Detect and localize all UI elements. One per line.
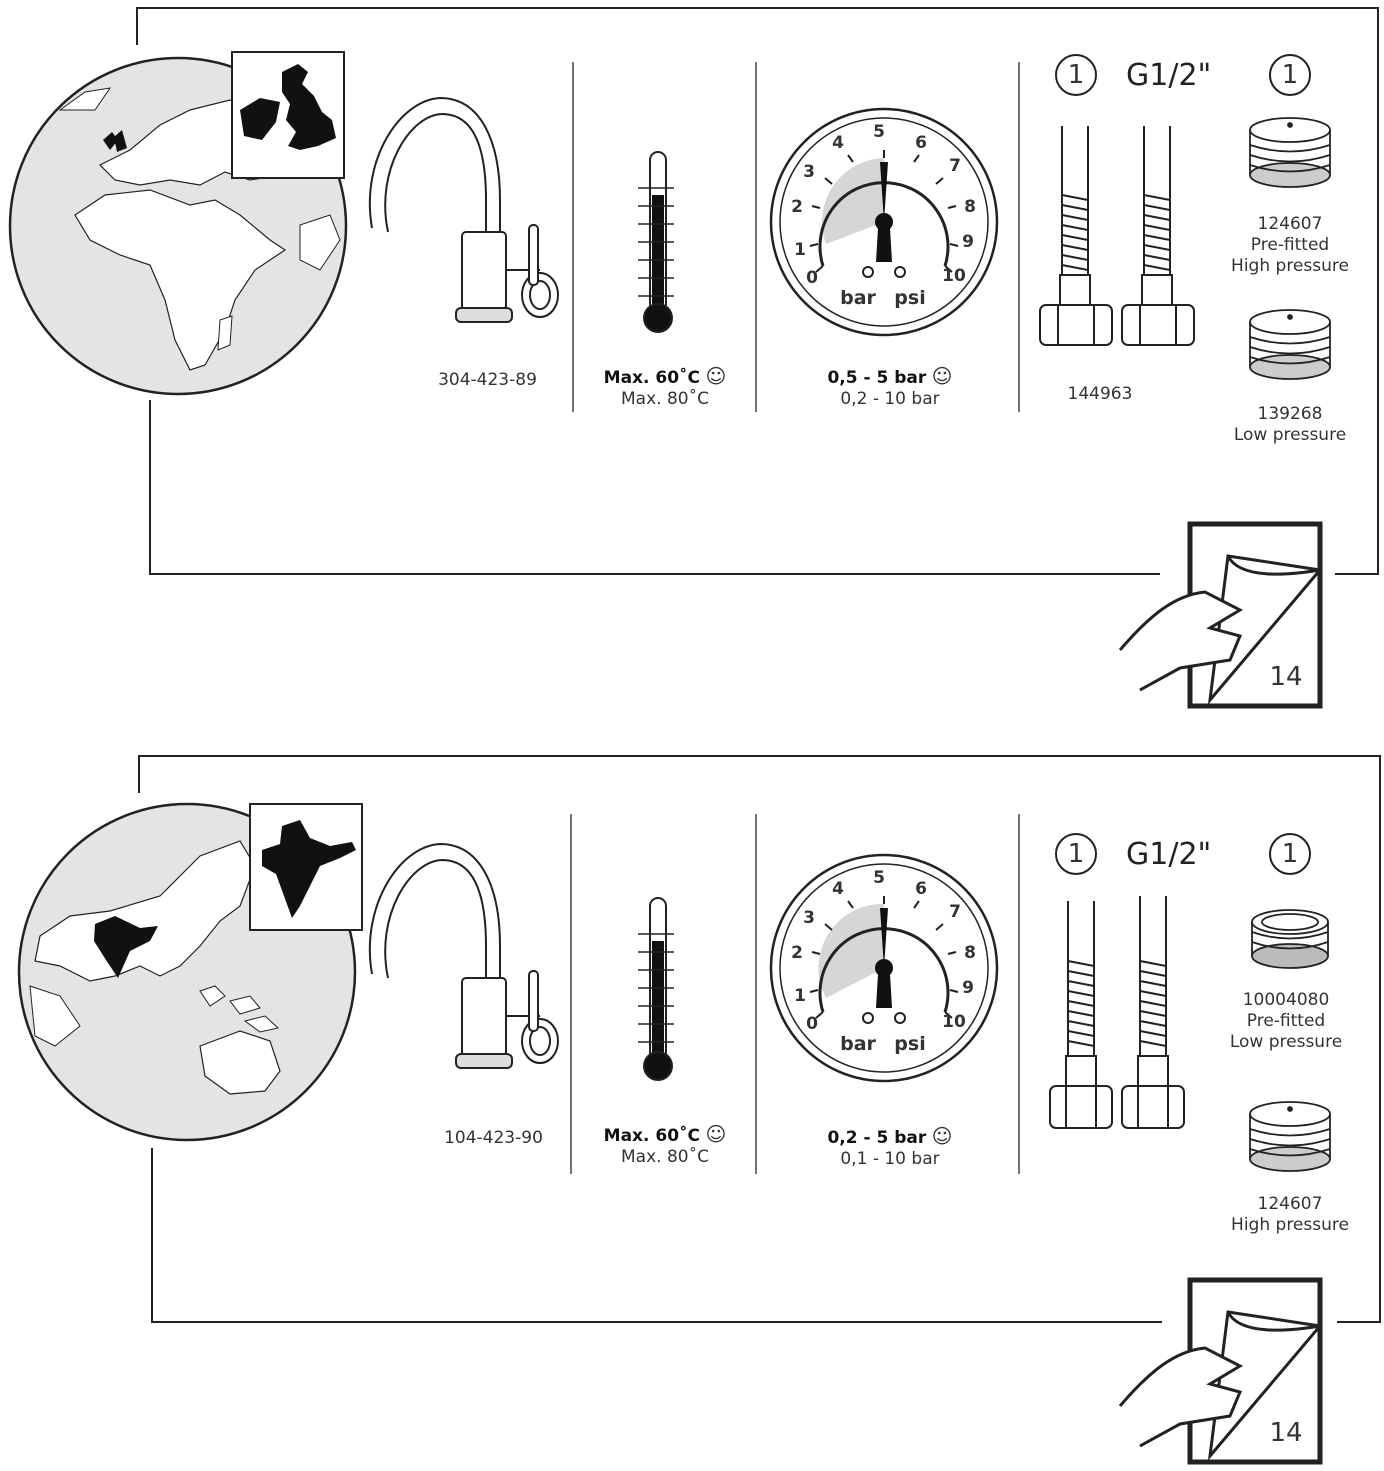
gauge-num: 9 (962, 232, 974, 252)
gauge-num: 3 (803, 908, 815, 928)
pressure-recommended: 0,2 - 5 bar (827, 1128, 927, 1148)
faucet-icon (368, 96, 559, 323)
aerator-code: 124607 (1257, 1194, 1323, 1214)
smiley-icon: ☺ (931, 364, 953, 388)
aerator-label-1: 10004080 Pre-fitted Low pressure (1216, 990, 1356, 1053)
frame-border (138, 755, 1381, 1323)
hose-pair-icon (1039, 126, 1195, 346)
aerator-type: High pressure (1231, 1215, 1349, 1235)
panel-artwork (17, 755, 1381, 1465)
aerator-label-2: 124607 High pressure (1220, 1194, 1360, 1236)
gauge-num: 4 (832, 879, 844, 899)
gauge-num: 1 (794, 240, 806, 260)
temp-max-primary: Max. 60˚C (603, 1126, 701, 1146)
aerator-high-pressure-icon (1249, 1101, 1331, 1172)
aerator-label-2: 139268 Low pressure (1220, 404, 1360, 446)
turn-page-icon[interactable] (1118, 1277, 1323, 1465)
gauge-num: 7 (949, 902, 961, 922)
pressure-range: 0,2 - 10 bar (840, 389, 940, 409)
gauge-num: 6 (915, 133, 927, 153)
gauge-num: 1 (794, 986, 806, 1006)
aerator-type: High pressure (1231, 256, 1349, 276)
column-dividers (572, 62, 1020, 412)
smiley-icon: ☺ (705, 1122, 727, 1146)
info-panel-india: 104-423-90 Max. 60˚C ☺ Max. 80˚C 0,2 - 5… (0, 746, 1384, 1471)
temperature-labels: Max. 60˚C ☺ Max. 80˚C (590, 366, 740, 410)
gauge-num: 2 (791, 197, 803, 217)
pressure-labels: 0,5 - 5 bar ☺ 0,2 - 10 bar (810, 366, 970, 410)
aerator-code: 124607 (1257, 214, 1323, 234)
aerator-high-pressure-icon (1249, 117, 1331, 188)
aerator-low-pressure-icon (1251, 909, 1329, 969)
page-reference: 14 (1269, 662, 1303, 692)
smiley-icon: ☺ (931, 1124, 953, 1148)
aerator-note: Pre-fitted (1246, 1011, 1326, 1031)
temp-max-secondary: Max. 80˚C (621, 389, 709, 409)
pressure-labels: 0,2 - 5 bar ☺ 0,1 - 10 bar (810, 1126, 970, 1170)
aerator-note: Pre-fitted (1250, 235, 1330, 255)
gauge-num: 7 (949, 156, 961, 176)
gauge-num: 6 (915, 879, 927, 899)
faucet-code: 104-423-90 (444, 1128, 543, 1148)
temp-max-primary: Max. 60˚C (603, 368, 701, 388)
gauge-unit-bar: bar (840, 1033, 876, 1055)
hose-thread: G1/2" (1126, 58, 1212, 93)
hose-thread: G1/2" (1126, 837, 1212, 872)
thermometer-icon (638, 151, 674, 333)
region-inset-india (249, 803, 363, 931)
gauge-unit-bar: bar (840, 287, 876, 309)
pressure-gauge-icon (769, 107, 999, 337)
gauge-num: 3 (803, 162, 815, 182)
gauge-num: 0 (806, 268, 818, 288)
pressure-range: 0,1 - 10 bar (840, 1149, 940, 1169)
aerator-type: Low pressure (1229, 1032, 1343, 1052)
frame-border-bottom (149, 400, 1160, 575)
column-dividers (570, 814, 1020, 1174)
gauge-num: 5 (873, 122, 885, 142)
temp-max-secondary: Max. 80˚C (621, 1147, 709, 1167)
gauge-num: 8 (964, 943, 976, 963)
info-panel-uk: 304-423-89 Max. 60˚C ☺ Max. 80˚C 0,5 - 5… (0, 0, 1384, 725)
hose-count: 1 (1067, 60, 1085, 90)
thermometer-icon (638, 897, 674, 1081)
frame-border (136, 7, 1379, 575)
aerator-type: Low pressure (1233, 425, 1347, 445)
aerator-count: 1 (1281, 60, 1299, 90)
smiley-icon: ☺ (705, 364, 727, 388)
page-reference: 14 (1269, 1418, 1303, 1448)
gauge-num: 0 (806, 1014, 818, 1034)
aerator-label-1: 124607 Pre-fitted High pressure (1220, 214, 1360, 277)
aerator-count: 1 (1281, 839, 1299, 869)
hose-count: 1 (1067, 839, 1085, 869)
hose-pair-icon (1049, 896, 1185, 1129)
count-circles (1055, 54, 1311, 96)
region-inset-uk (231, 51, 345, 179)
gauge-num: 9 (962, 978, 974, 998)
aerator-low-pressure-icon (1249, 309, 1331, 380)
turn-page-icon[interactable] (1118, 521, 1323, 709)
faucet-code: 304-423-89 (438, 370, 537, 390)
count-circles (1055, 833, 1311, 875)
frame-border-bottom (151, 1148, 1162, 1323)
faucet-icon (368, 842, 559, 1069)
panel-artwork (8, 7, 1379, 709)
pressure-recommended: 0,5 - 5 bar (827, 368, 927, 388)
gauge-num: 10 (942, 266, 966, 286)
gauge-unit-psi: psi (894, 1033, 926, 1055)
gauge-num: 2 (791, 943, 803, 963)
aerator-code: 139268 (1257, 404, 1323, 424)
hose-code: 144963 (1067, 384, 1133, 404)
gauge-num: 8 (964, 197, 976, 217)
gauge-num: 5 (873, 868, 885, 888)
aerator-code: 10004080 (1242, 990, 1330, 1010)
temperature-labels: Max. 60˚C ☺ Max. 80˚C (590, 1124, 740, 1168)
gauge-num: 10 (942, 1012, 966, 1032)
pressure-gauge-icon (769, 853, 999, 1083)
gauge-unit-psi: psi (894, 287, 926, 309)
gauge-num: 4 (832, 133, 844, 153)
